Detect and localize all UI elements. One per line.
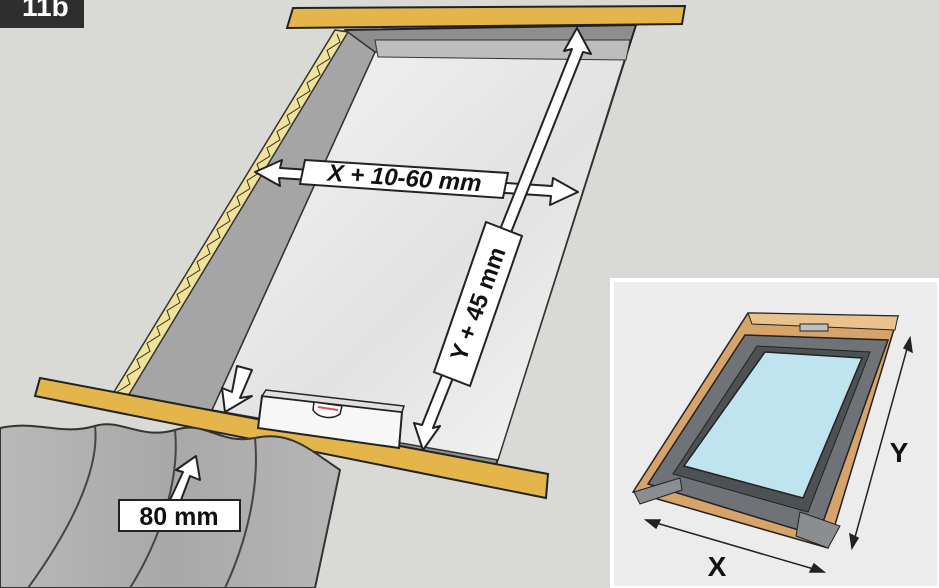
overlap-label: 80 mm — [118, 499, 241, 532]
roof-window — [631, 312, 900, 549]
top-batten — [285, 4, 687, 30]
spirit-level — [256, 389, 406, 450]
inset-height-label: Y — [890, 437, 909, 468]
inset-width-label: X — [708, 551, 727, 582]
overlap-up-arrow — [169, 455, 201, 501]
window-inset: X Y — [610, 278, 939, 588]
overlap-label-text: 80 mm — [139, 503, 218, 531]
inset-dimension-lines — [643, 335, 913, 573]
level-down-arrow — [221, 365, 253, 413]
step-badge: 11b — [0, 0, 84, 28]
